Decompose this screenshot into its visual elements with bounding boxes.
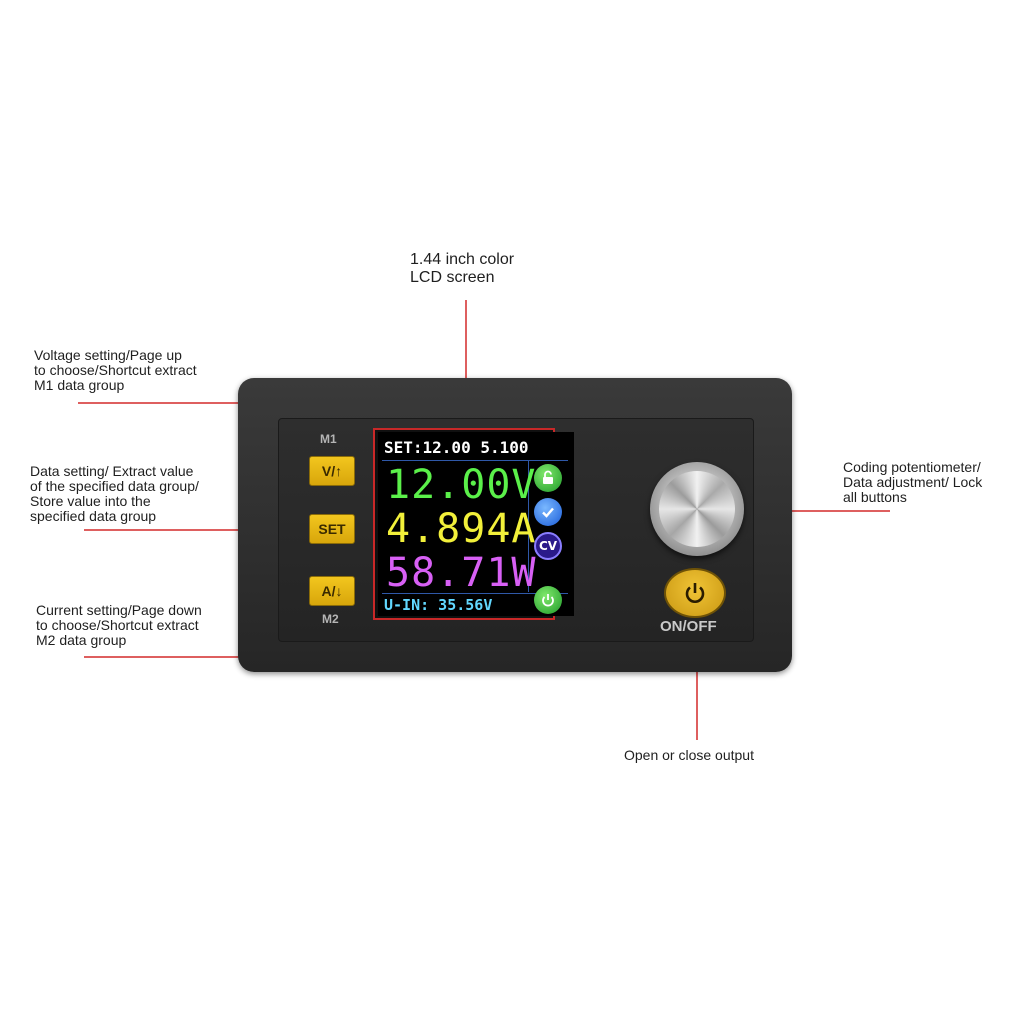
check-icon <box>534 498 562 526</box>
callout-lcd-screen: 1.44 inch color LCD screen <box>410 251 515 286</box>
current-down-button[interactable]: A/↓ <box>309 576 355 606</box>
callout-coding-potentiometer: Coding potentiometer/ Data adjustment/ L… <box>843 459 983 505</box>
coding-potentiometer-knob[interactable] <box>650 462 744 556</box>
lcd-current-value: 4.894A <box>386 506 537 552</box>
m1-label: M1 <box>320 432 337 446</box>
on-off-button[interactable] <box>664 568 726 618</box>
lcd-voltage-value: 12.00V <box>386 462 537 508</box>
lcd-screen: SET:12.00 5.100 12.00V 4.894A 58.71W U-I… <box>378 432 574 616</box>
lcd-vertical-divider <box>528 460 529 592</box>
on-off-label: ON/OFF <box>660 618 717 635</box>
lcd-bottom-divider <box>382 593 568 594</box>
callout-output-toggle: Open or close output <box>624 747 754 763</box>
unlock-icon <box>534 464 562 492</box>
lcd-power-value: 58.71W <box>386 550 537 596</box>
lcd-top-divider <box>382 460 568 461</box>
callout-data-setting: Data setting/ Extract value of the speci… <box>30 463 199 524</box>
lcd-set-line: SET:12.00 5.100 <box>384 438 529 457</box>
callout-voltage-setting: Voltage setting/Page up to choose/Shortc… <box>34 347 197 393</box>
set-button[interactable]: SET <box>309 514 355 544</box>
cv-mode-icon: CV <box>534 532 562 560</box>
voltage-up-button[interactable]: V/↑ <box>309 456 355 486</box>
callout-current-setting: Current setting/Page down to choose/Shor… <box>36 602 202 648</box>
power-icon <box>685 583 705 603</box>
output-power-icon <box>534 586 562 614</box>
lcd-input-voltage: U-IN: 35.56V <box>384 596 493 614</box>
m2-label: M2 <box>322 612 339 626</box>
